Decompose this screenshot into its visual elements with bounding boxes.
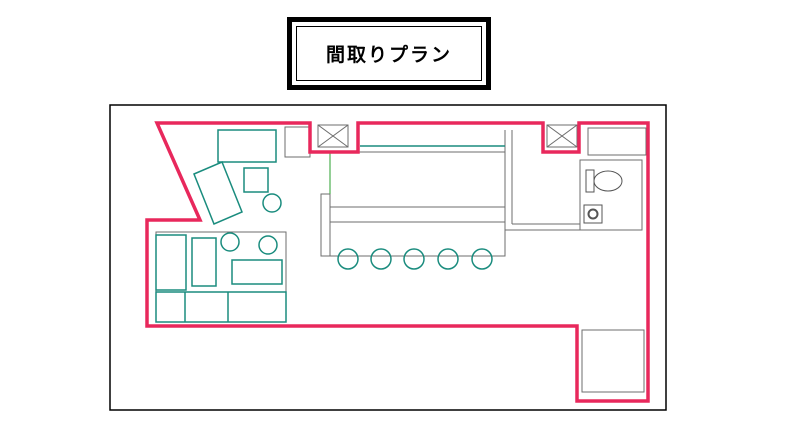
title-box: 間取りプラン <box>287 17 491 90</box>
sink-basin <box>583 204 603 224</box>
storage-top-right <box>587 127 647 156</box>
sofa-angled <box>193 161 243 225</box>
room-bottom-right <box>581 329 645 393</box>
bench-left <box>155 234 187 291</box>
table-left <box>191 237 217 287</box>
bench-bottom <box>155 291 287 323</box>
stool-icon-2 <box>370 248 392 270</box>
sink-drain <box>587 208 599 220</box>
counter-end <box>320 193 331 257</box>
door-box-left <box>317 124 349 148</box>
stool-icon-4 <box>437 248 459 270</box>
page-title: 間取りプラン <box>325 44 452 66</box>
sofa-top <box>217 129 277 163</box>
toilet-icon <box>585 169 623 193</box>
table-center <box>231 259 283 285</box>
title-inner-frame: 間取りプラン <box>296 26 482 81</box>
furniture <box>155 129 505 323</box>
sink-icon <box>583 204 603 224</box>
door-x-left-2 <box>317 124 349 148</box>
stool-icon-a <box>262 193 282 213</box>
walls <box>155 124 647 393</box>
venue-outline <box>145 121 650 403</box>
door-x-right-2 <box>546 124 578 148</box>
stool-icon-c <box>258 235 278 255</box>
stool-icon-b <box>220 232 240 252</box>
toilet-bowl <box>593 170 623 192</box>
stool-icon-1 <box>337 248 359 270</box>
stool-icon-5 <box>471 248 493 270</box>
toilet-tank <box>585 169 595 193</box>
door-box-right <box>546 124 578 148</box>
stool-icon-3 <box>403 248 425 270</box>
plan-frame <box>109 104 667 411</box>
wall-pillar-left <box>284 126 311 158</box>
side-table <box>243 167 269 193</box>
bar-counter <box>329 151 506 257</box>
